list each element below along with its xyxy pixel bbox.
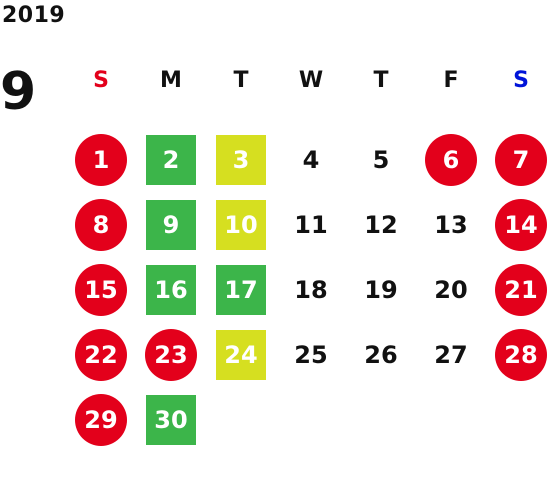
day-number: 16 xyxy=(146,264,196,315)
day-number: 18 xyxy=(294,275,328,304)
day-cell[interactable]: 16 xyxy=(136,257,206,322)
day-cell[interactable]: 24 xyxy=(206,322,276,387)
weekday-header-5: T xyxy=(373,67,389,93)
day-number: 7 xyxy=(495,133,547,186)
day-number: 22 xyxy=(75,328,127,381)
day-number: 26 xyxy=(364,340,398,369)
day-number: 28 xyxy=(495,328,547,381)
day-number: 2 xyxy=(146,134,196,185)
day-cell[interactable]: 30 xyxy=(136,387,206,452)
day-number: 4 xyxy=(302,145,320,174)
day-number: 19 xyxy=(364,275,398,304)
day-number: 10 xyxy=(216,199,266,250)
day-cell[interactable]: 18 xyxy=(276,257,346,322)
day-number: 27 xyxy=(434,340,468,369)
day-cell[interactable]: 5 xyxy=(346,127,416,192)
day-cell[interactable]: 22 xyxy=(66,322,136,387)
day-number: 6 xyxy=(425,133,477,186)
weekday-header-4: W xyxy=(298,67,324,93)
day-cell[interactable]: 17 xyxy=(206,257,276,322)
day-number: 30 xyxy=(146,394,196,445)
day-cell[interactable]: 25 xyxy=(276,322,346,387)
day-cell[interactable]: 13 xyxy=(416,192,486,257)
day-cell[interactable]: 29 xyxy=(66,387,136,452)
day-cell[interactable]: 27 xyxy=(416,322,486,387)
day-cell[interactable]: 20 xyxy=(416,257,486,322)
weekday-header-3: T xyxy=(233,67,249,93)
day-cell[interactable]: 8 xyxy=(66,192,136,257)
day-number: 1 xyxy=(75,133,127,186)
day-number: 5 xyxy=(372,145,390,174)
day-cell[interactable]: 2 xyxy=(136,127,206,192)
day-cell[interactable]: 15 xyxy=(66,257,136,322)
weekday-header-6: F xyxy=(443,67,459,93)
day-number: 15 xyxy=(75,263,127,316)
day-cell[interactable]: 9 xyxy=(136,192,206,257)
day-number: 14 xyxy=(495,198,547,251)
day-number: 3 xyxy=(216,134,266,185)
day-cell[interactable]: 26 xyxy=(346,322,416,387)
day-cell[interactable]: 28 xyxy=(486,322,548,387)
day-number: 13 xyxy=(434,210,468,239)
calendar-month: 9 xyxy=(0,62,37,122)
weekday-header-2: M xyxy=(160,67,182,93)
day-number: 17 xyxy=(216,264,266,315)
day-number: 8 xyxy=(75,198,127,251)
calendar-year: 2019 xyxy=(2,3,66,28)
day-number: 23 xyxy=(145,328,197,381)
day-number: 25 xyxy=(294,340,328,369)
day-cell[interactable]: 3 xyxy=(206,127,276,192)
day-cell[interactable]: 1 xyxy=(66,127,136,192)
day-number: 20 xyxy=(434,275,468,304)
day-number: 12 xyxy=(364,210,398,239)
day-cell[interactable]: 4 xyxy=(276,127,346,192)
weekday-header-1: S xyxy=(93,67,109,93)
day-cell[interactable]: 10 xyxy=(206,192,276,257)
day-cell[interactable]: 7 xyxy=(486,127,548,192)
day-cell[interactable]: 11 xyxy=(276,192,346,257)
day-cell[interactable]: 12 xyxy=(346,192,416,257)
day-number: 21 xyxy=(495,263,547,316)
day-cell[interactable]: 14 xyxy=(486,192,548,257)
day-cell[interactable]: 6 xyxy=(416,127,486,192)
day-number: 11 xyxy=(294,210,328,239)
weekday-header-7: S xyxy=(513,67,529,93)
day-cell[interactable]: 21 xyxy=(486,257,548,322)
day-number: 24 xyxy=(216,329,266,380)
day-cell[interactable]: 23 xyxy=(136,322,206,387)
day-number: 9 xyxy=(146,199,196,250)
day-cell[interactable]: 19 xyxy=(346,257,416,322)
day-number: 29 xyxy=(75,393,127,446)
